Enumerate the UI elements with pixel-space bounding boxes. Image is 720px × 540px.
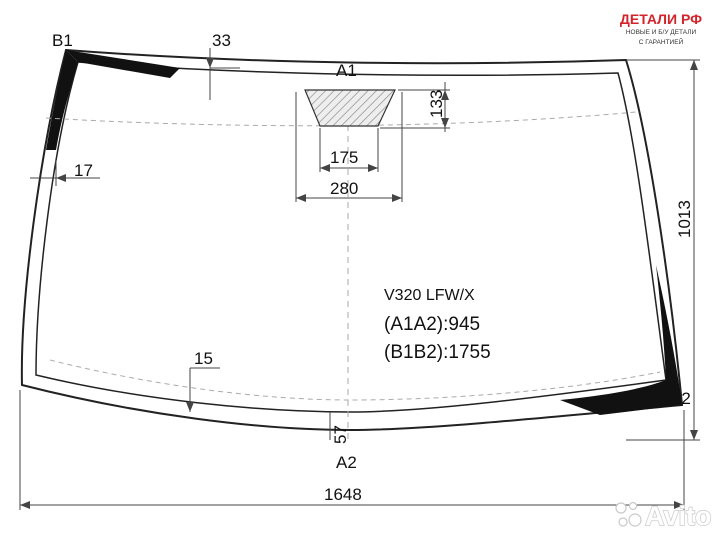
black-band-top-left (66, 50, 180, 78)
dim-side-band: 17 (74, 161, 93, 180)
brand-logo: ДЕТАЛИ РФ НОВЫЕ И Б/У ДЕТАЛИ С ГАРАНТИЕЙ (606, 12, 716, 47)
watermark-text: Avito (645, 501, 712, 531)
dim-sensor-width-outer: 280 (330, 179, 358, 198)
dim-top-band: 33 (212, 31, 231, 50)
dim-bottom-edge: 57 (331, 425, 350, 444)
black-band-bottom-right (560, 265, 682, 415)
brand-subtitle-line1: НОВЫЕ И Б/У ДЕТАЛИ (625, 29, 697, 36)
label-a2: A2 (336, 453, 357, 472)
label-b2: B2 (670, 389, 691, 408)
label-b1: B1 (52, 31, 73, 50)
spec-b1b2: (B1B2):1755 (384, 342, 491, 363)
brand-subtitle-line2: С ГАРАНТИЕЙ (638, 39, 684, 47)
dim-sensor-height: 133 (427, 90, 446, 118)
dashed-top-line (45, 111, 637, 127)
dim-total-height: 1013 (675, 200, 694, 238)
dashed-bottom-line (49, 359, 661, 401)
sensor-area (304, 89, 396, 127)
glass-outer-edge (20, 48, 684, 432)
dim-bottom-band: 15 (194, 349, 213, 368)
label-a1: A1 (336, 61, 357, 80)
spec-a1a2: (A1A2):945 (384, 314, 480, 335)
spec-code: V320 LFW/X (384, 287, 475, 304)
brand-title: ДЕТАЛИ РФ (619, 11, 703, 27)
black-band-left (46, 50, 78, 150)
avito-dots-icon (615, 501, 642, 527)
glass-inner-edge (35, 61, 667, 413)
dim-sensor-width-inner: 175 (330, 148, 358, 167)
dim-total-width: 1648 (324, 485, 362, 504)
avito-watermark: Avito (615, 500, 712, 532)
